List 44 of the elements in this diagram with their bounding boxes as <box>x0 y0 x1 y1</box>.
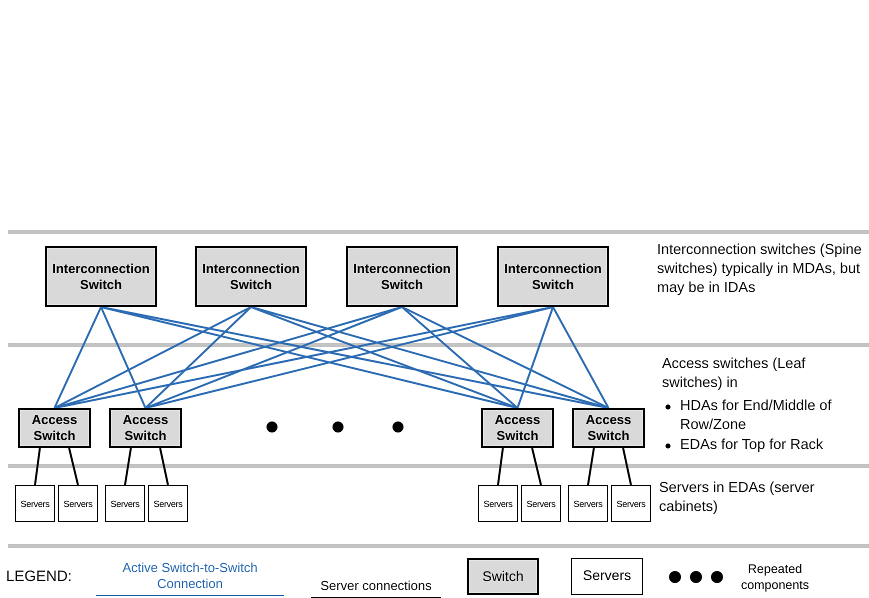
connector-line <box>54 306 102 408</box>
connector-line <box>497 448 504 486</box>
legend-line-sample: Server connections <box>311 578 441 598</box>
server-box: Servers <box>15 485 55 522</box>
switch-box: Access Switch <box>572 408 645 448</box>
legend-heading: LEGEND: <box>6 567 73 586</box>
connector-line <box>145 306 554 409</box>
connector-line <box>68 448 79 486</box>
connector-line <box>587 448 595 486</box>
connector-line <box>402 306 609 409</box>
connector-line <box>54 306 252 409</box>
connector-line <box>516 306 554 408</box>
switch-box: Interconnection Switch <box>497 246 609 307</box>
switch-box: Interconnection Switch <box>346 246 458 307</box>
legend-swatch: Servers <box>571 558 643 595</box>
connector-line <box>622 448 632 486</box>
connector-line <box>552 306 610 408</box>
server-box: Servers <box>478 485 518 522</box>
connector-line <box>100 306 146 408</box>
connector-line <box>144 306 252 409</box>
legend-line-sample: Active Switch-to-Switch Connection <box>96 560 284 596</box>
server-box: Servers <box>58 485 98 522</box>
connector-line <box>159 448 169 486</box>
server-box: Servers <box>105 485 145 522</box>
server-box: Servers <box>611 485 651 522</box>
connector-line <box>401 306 518 409</box>
server-box: Servers <box>148 485 188 522</box>
connector-line <box>124 448 132 486</box>
switch-box: Access Switch <box>18 408 91 448</box>
note-text: Access switches (Leaf switches) in <box>662 355 806 393</box>
connector-line <box>531 448 542 486</box>
bullet-text: HDAs for End/Middle of Row/Zone <box>680 397 833 435</box>
switch-box: Access Switch <box>481 408 554 448</box>
server-box: Servers <box>568 485 608 522</box>
legend-label: Repeated components <box>740 561 810 593</box>
legend-swatch: Switch <box>467 558 539 595</box>
server-box: Servers <box>521 485 561 522</box>
switch-box: Access Switch <box>109 408 182 448</box>
note-text: Servers in EDAs (server cabinets) <box>659 479 816 517</box>
note-text: Interconnection switches (Spine switches) typically in MDAs, but may be in IDAs <box>657 241 862 298</box>
switch-box: Interconnection Switch <box>45 246 157 307</box>
bullet-text: EDAs for Top for Rack <box>680 436 824 455</box>
connector-line <box>34 448 41 486</box>
switch-box: Interconnection Switch <box>195 246 307 307</box>
